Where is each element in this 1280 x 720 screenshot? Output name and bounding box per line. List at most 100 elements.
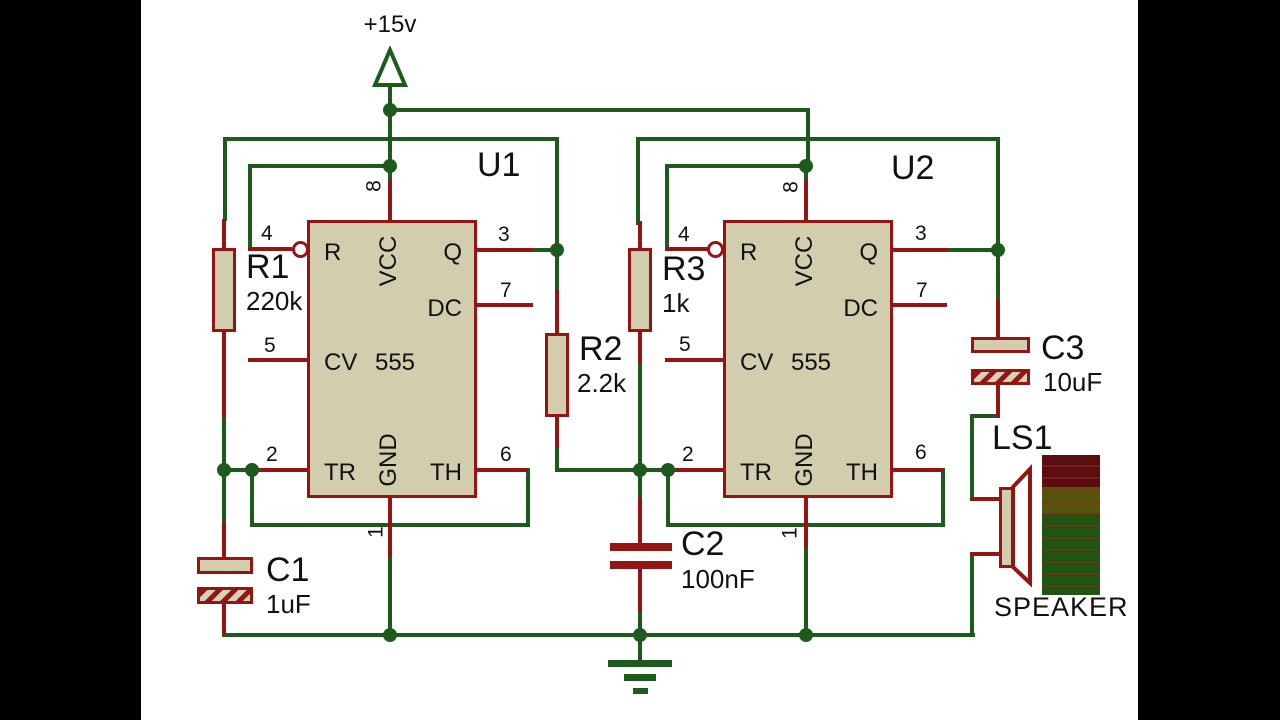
pin-name-reset: R <box>324 239 342 266</box>
wire-segment[interactable] <box>526 468 530 527</box>
pin-stub[interactable] <box>996 384 1000 418</box>
u2-pin-number-2: 2 <box>682 443 694 466</box>
wire-segment[interactable] <box>666 468 670 527</box>
wire-segment[interactable] <box>636 137 1000 141</box>
wire-segment[interactable] <box>223 137 227 221</box>
pin-stub[interactable] <box>222 330 226 417</box>
junction-dot-icon <box>383 103 397 117</box>
pin-name-threshold: TH <box>430 459 462 486</box>
wire-segment[interactable] <box>222 633 975 637</box>
pin-stub[interactable] <box>804 496 808 548</box>
u1-pin-number-5: 5 <box>264 334 276 357</box>
pin-stub[interactable] <box>890 303 947 307</box>
pin-stub[interactable] <box>804 179 808 223</box>
wire-segment[interactable] <box>555 446 559 472</box>
pin-stub[interactable] <box>222 219 226 250</box>
pin-stub[interactable] <box>388 495 392 557</box>
wire-segment[interactable] <box>222 468 226 526</box>
resistor-r2-body[interactable] <box>545 333 569 417</box>
pin-stub[interactable] <box>222 522 226 558</box>
pin-stub[interactable] <box>890 468 943 472</box>
wire-segment[interactable] <box>665 164 669 251</box>
speaker-cone-icon[interactable] <box>1006 462 1036 588</box>
pin-stub[interactable] <box>555 289 559 334</box>
wire-segment[interactable] <box>665 164 808 168</box>
resistor-r1-body[interactable] <box>212 248 236 332</box>
capacitor-c2-plate[interactable] <box>610 543 672 551</box>
wire-segment[interactable] <box>946 248 1000 252</box>
ground-symbol-icon[interactable] <box>606 633 674 695</box>
pin-name-trigger: TR <box>740 459 772 486</box>
pin-stub[interactable] <box>638 221 642 250</box>
wire-segment[interactable] <box>804 546 808 637</box>
junction-dot-icon <box>799 628 813 642</box>
pin-stub[interactable] <box>638 568 642 612</box>
wire-segment[interactable] <box>531 248 559 252</box>
wire-segment[interactable] <box>388 84 392 112</box>
pin-stub[interactable] <box>248 358 307 362</box>
wire-segment[interactable] <box>555 250 559 292</box>
wire-segment[interactable] <box>970 414 974 501</box>
pin-stub[interactable] <box>674 468 723 472</box>
capacitor-c2-ref: C2 <box>681 525 725 563</box>
capacitor-c3-plate[interactable] <box>971 337 1030 353</box>
wire-segment[interactable] <box>248 164 392 168</box>
wire-segment[interactable] <box>804 166 808 182</box>
pin-stub[interactable] <box>248 247 292 251</box>
pin-stub[interactable] <box>665 358 723 362</box>
ic-u1-body[interactable]: R CV TR Q DC TH VCC GND 555 <box>307 220 477 498</box>
resistor-r3-body[interactable] <box>628 248 652 332</box>
pin-name-vcc: VCC <box>791 235 818 287</box>
pin-stub[interactable] <box>665 247 708 251</box>
speaker-caption: SPEAKER <box>994 592 1129 622</box>
power-terminal-icon[interactable] <box>371 44 409 88</box>
wire-segment[interactable] <box>222 415 226 472</box>
capacitor-c1-plate-negative[interactable] <box>197 587 253 604</box>
capacitor-c3-plate-negative[interactable] <box>971 369 1030 385</box>
wire-segment[interactable] <box>636 137 640 225</box>
wire-segment[interactable] <box>996 137 1000 252</box>
capacitor-c1-plate[interactable] <box>197 557 253 574</box>
wire-segment[interactable] <box>222 468 264 472</box>
wire-segment[interactable] <box>223 137 559 141</box>
wire-segment[interactable] <box>638 361 642 472</box>
wire-segment[interactable] <box>250 468 254 527</box>
wire-segment[interactable] <box>388 555 392 637</box>
pin-stub[interactable] <box>474 303 533 307</box>
u2-pin-number-3: 3 <box>915 222 927 245</box>
pin-stub[interactable] <box>638 330 642 363</box>
junction-dot-icon <box>383 159 397 173</box>
pin-stub[interactable] <box>222 604 226 635</box>
junction-dot-icon <box>633 463 647 477</box>
wire-segment[interactable] <box>388 166 392 182</box>
wire-segment[interactable] <box>970 552 974 637</box>
pin-stub[interactable] <box>970 497 1002 501</box>
wire-segment[interactable] <box>555 137 559 252</box>
pin-stub[interactable] <box>555 415 559 448</box>
pin-stub[interactable] <box>474 468 528 472</box>
ic-u1-ref: U1 <box>477 146 521 184</box>
wire-segment[interactable] <box>996 250 1000 304</box>
wire-segment[interactable] <box>638 468 680 472</box>
inverting-pin-bubble <box>292 241 309 258</box>
pin-name-output: Q <box>859 239 878 266</box>
pin-stub[interactable] <box>996 300 1000 338</box>
pin-stub[interactable] <box>970 552 1002 556</box>
pin-stub[interactable] <box>388 179 392 222</box>
pin-stub[interactable] <box>638 498 642 544</box>
wire-segment[interactable] <box>941 468 945 527</box>
wire-segment[interactable] <box>638 610 642 637</box>
pin-name-vcc: VCC <box>375 235 402 287</box>
ic-u2-body[interactable]: R CV TR Q DC TH VCC GND 555 <box>723 220 893 498</box>
pin-stub[interactable] <box>474 248 533 252</box>
wire-segment[interactable] <box>388 108 810 112</box>
pin-name-ground: GND <box>791 433 818 487</box>
wire-segment[interactable] <box>248 164 252 251</box>
pin-stub[interactable] <box>890 248 948 252</box>
u1-pin-number-7: 7 <box>500 279 512 302</box>
wire-segment[interactable] <box>970 414 1000 418</box>
wire-segment[interactable] <box>555 468 642 472</box>
pin-stub[interactable] <box>258 468 307 472</box>
wire-segment[interactable] <box>638 468 642 502</box>
capacitor-c2-plate[interactable] <box>610 561 672 569</box>
